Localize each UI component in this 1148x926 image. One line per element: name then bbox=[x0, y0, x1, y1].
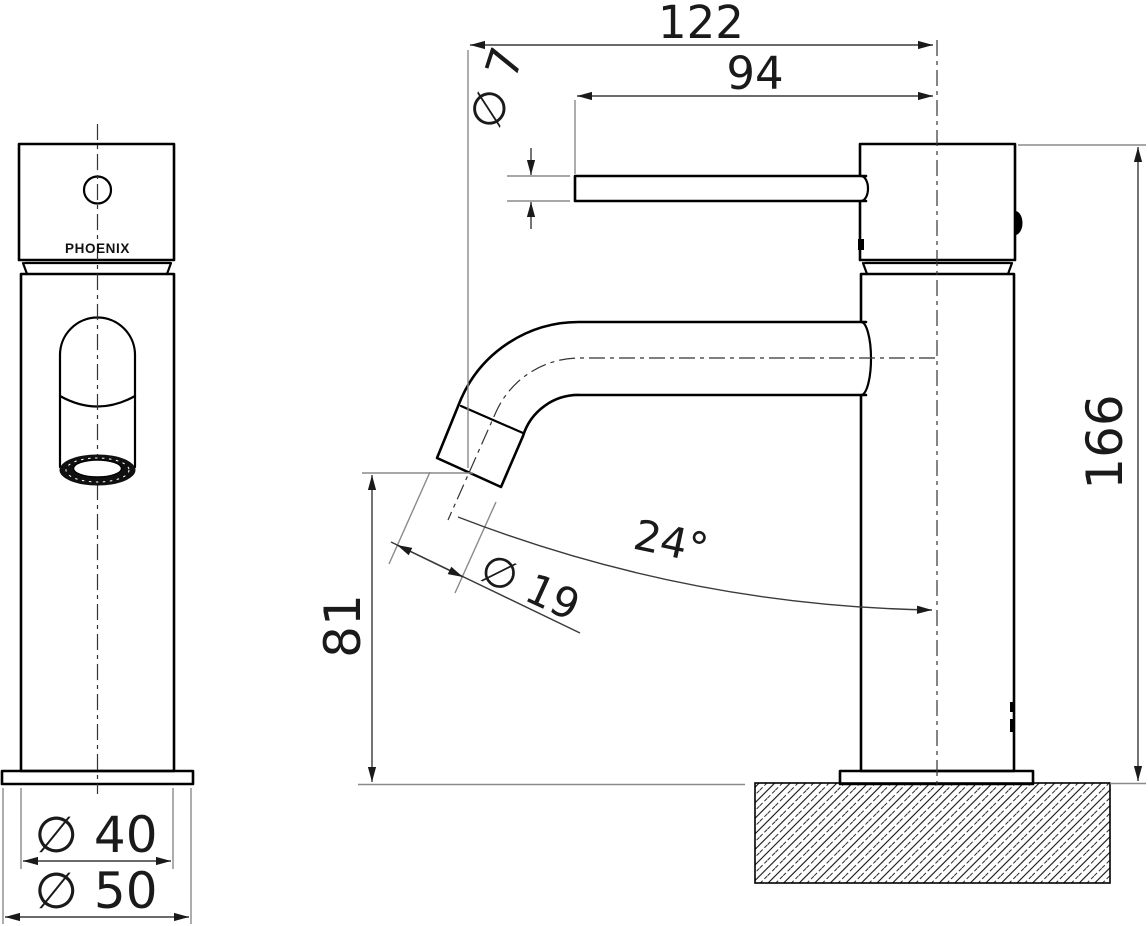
side-spout bbox=[435, 320, 873, 489]
front-handle-block bbox=[17, 142, 176, 262]
dim-body-diameter-label: ∅ 40 bbox=[34, 806, 157, 864]
body-edge-mark-lower bbox=[1010, 719, 1015, 732]
dim-spout-diameter-label: ∅ 19 bbox=[473, 543, 587, 630]
spout-aerator-joint bbox=[459, 404, 525, 435]
side-lever bbox=[573, 174, 870, 203]
dim-lever-diameter-label: ∅ 7 bbox=[458, 41, 534, 135]
block-edge-mark bbox=[858, 239, 864, 250]
front-dimension-lines bbox=[5, 856, 189, 922]
body-edge-mark-upper bbox=[1010, 702, 1015, 712]
dim-overall-width-label: 122 bbox=[658, 0, 744, 49]
front-collar bbox=[21, 261, 173, 276]
dim-spout-reach-label: 94 bbox=[726, 47, 783, 100]
dim-outlet-angle-label: 24° bbox=[630, 510, 713, 573]
dim-base-diameter-label: ∅ 50 bbox=[34, 862, 157, 920]
side-view bbox=[435, 142, 1035, 786]
countertop-section bbox=[754, 782, 1111, 884]
indicator-button bbox=[1015, 211, 1023, 235]
dim-line-spout-diameter bbox=[396, 544, 464, 578]
dim-outlet-height-label: 81 bbox=[314, 594, 372, 658]
lever-root-cap bbox=[859, 174, 870, 203]
dim-arc-outlet-angle bbox=[457, 516, 933, 614]
extension-lines bbox=[2, 50, 1146, 924]
dim-overall-height-label: 166 bbox=[1076, 394, 1134, 489]
dimension-lines bbox=[367, 40, 1143, 782]
spout-centerline bbox=[447, 357, 935, 521]
brand-label: PHOENIX bbox=[65, 241, 130, 256]
dimension-labels: 122 94 ∅ 7 166 81 24° ∅ 19 ∅ 40 ∅ 50 bbox=[34, 0, 1134, 920]
front-aerator-ring bbox=[59, 454, 136, 486]
